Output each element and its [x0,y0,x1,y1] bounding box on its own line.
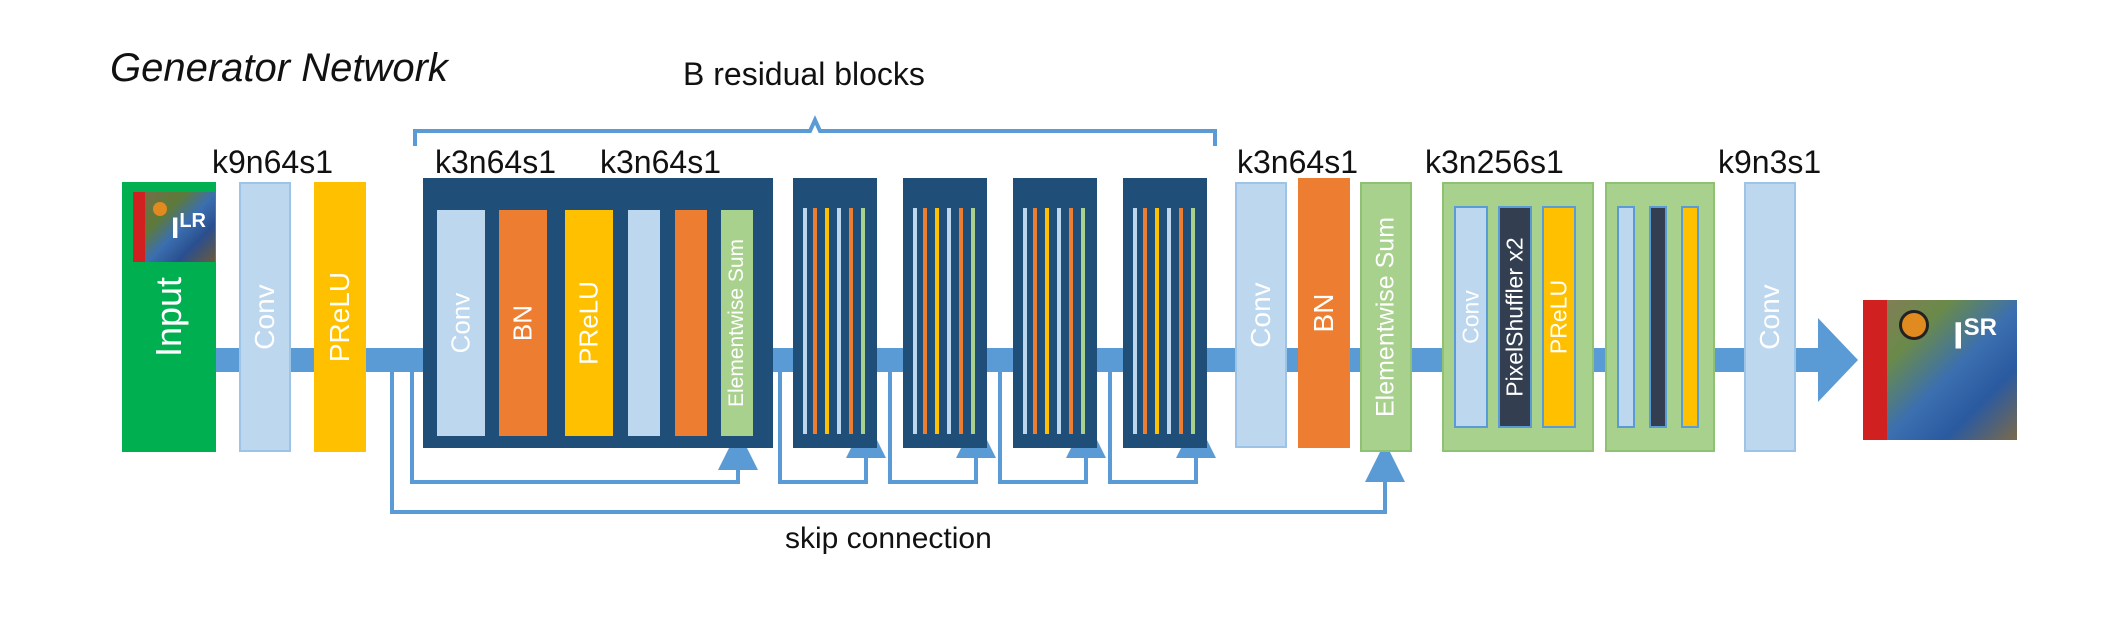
upsample-conv-block: Conv [1454,206,1488,428]
upsample-prelu-block: PReLU [1542,206,1576,428]
residual-block-stripes-4 [1133,208,1195,434]
input-label: Input [148,276,189,358]
res-conv2-block [628,210,660,436]
kernel-label-upsample-conv: k3n256s1 [1425,144,1564,180]
residual-blocks-brace [413,115,1217,146]
upsample-block-2 [1605,182,1715,452]
residual-block-collapsed-4 [1123,178,1207,448]
post-conv-label: Conv [1245,282,1276,348]
residual-block-expanded: Conv BN PReLU Elementwise Sum [423,178,773,448]
residual-block-collapsed-2 [903,178,987,448]
res-bn1-block: BN [499,210,547,436]
upsample2-prelu-block [1681,206,1699,428]
res-sum-block: Elementwise Sum [721,210,753,436]
res-prelu-block: PReLU [565,210,613,436]
skip-connection-label: skip connection [785,522,992,555]
sr-image-label: ISR [1953,314,1997,358]
kernel-label-post-conv: k3n64s1 [1237,144,1358,180]
kernel-label-res-conv2: k3n64s1 [600,144,721,180]
sr-image-eye [1899,310,1929,340]
upsample-conv-label: Conv [1457,290,1484,344]
post-bn-label: BN [1308,293,1339,333]
diagram-title: Generator Network [110,46,448,90]
residual-block-collapsed-3 [1013,178,1097,448]
res-skip-1 [410,372,758,484]
post-sum-block: Elementwise Sum [1360,182,1412,452]
post-sum-label: Elementwise Sum [1371,216,1400,418]
first-conv-label: Conv [249,284,280,350]
lr-image-eye [153,202,167,216]
res-bn2-block [675,210,707,436]
res-skip-5 [1108,372,1216,484]
residual-block-collapsed-1 [793,178,877,448]
res-skip-2 [778,372,886,484]
first-prelu-label: PReLU [324,271,355,363]
residual-blocks-label: B residual blocks [683,56,925,92]
residual-block-stripes-3 [1023,208,1085,434]
res-conv1-label: Conv [445,292,476,354]
res-skip-3 [888,372,996,484]
final-conv-block: Conv [1744,182,1796,452]
post-bn-block: BN [1298,178,1350,448]
post-conv-block: Conv [1235,182,1287,448]
residual-block-stripes-1 [803,208,865,434]
sr-output-image: ISR [1863,300,2017,440]
res-sum-label: Elementwise Sum [725,238,748,408]
pixel-shuffler-block: PixelShuffler x2 [1498,206,1532,428]
sr-image-red-stripe [1863,300,1887,440]
long-skip-connection [390,372,1405,514]
kernel-label-res-conv1: k3n64s1 [435,144,556,180]
final-conv-label: Conv [1754,284,1785,350]
main-flow-arrowhead [1818,318,1858,402]
res-prelu-label: PReLU [573,281,604,365]
first-conv-block: Conv [239,182,291,452]
residual-block-stripes-2 [913,208,975,434]
lr-image-red-stripe [133,192,145,262]
upsample2-shuffler-block [1649,206,1667,428]
first-prelu-block: PReLU [314,182,366,452]
res-skip-4 [998,372,1106,484]
pixel-shuffler-label: PixelShuffler x2 [1501,237,1528,397]
upsample-block-1: Conv PixelShuffler x2 PReLU [1442,182,1594,452]
kernel-label-first-conv: k9n64s1 [212,144,333,180]
upsample2-conv-block [1617,206,1635,428]
lr-image-thumbnail: ILR [133,192,215,262]
kernel-label-final-conv: k9n3s1 [1718,144,1822,180]
res-bn1-label: BN [507,304,538,342]
lr-image-label: ILR [171,210,207,245]
upsample-prelu-label: PReLU [1545,279,1572,355]
res-conv1-block: Conv [437,210,485,436]
